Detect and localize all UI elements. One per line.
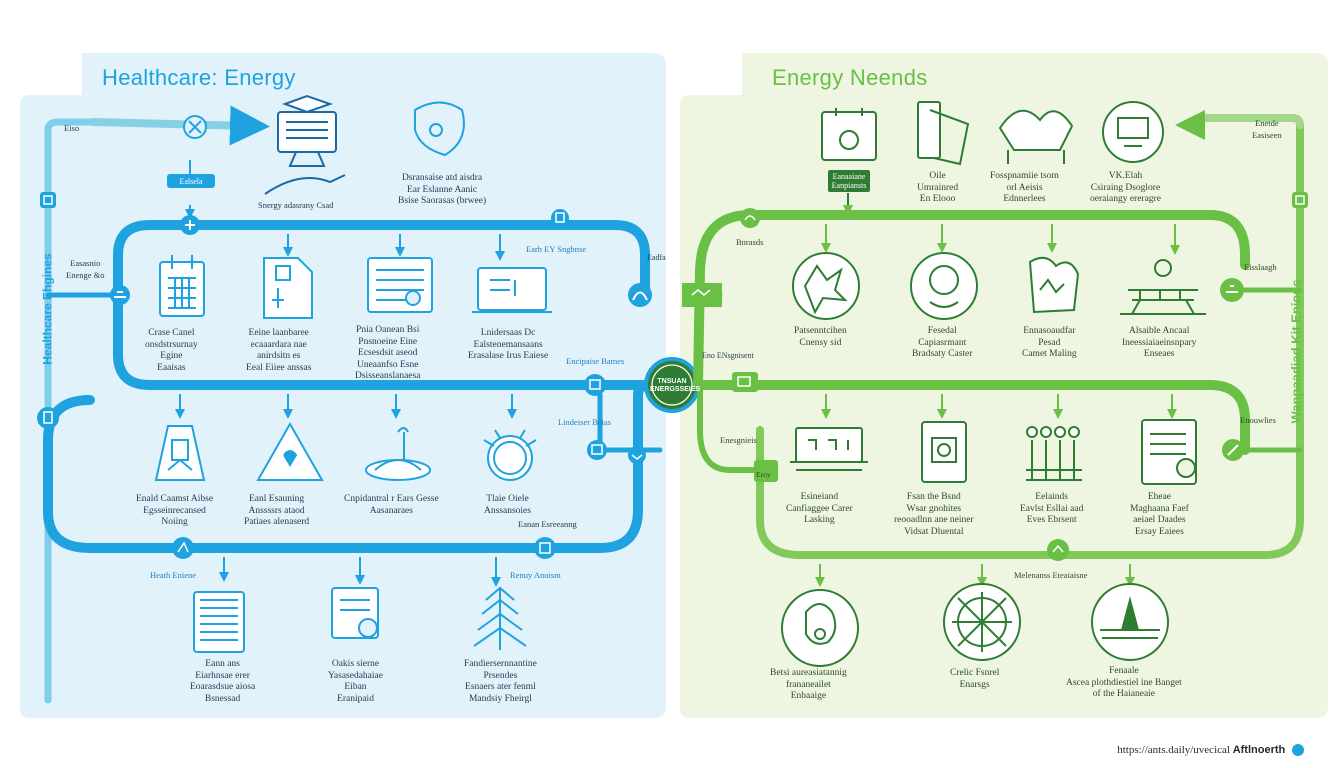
right-top-icons bbox=[821, 101, 1164, 166]
left-facilities-label: Encipaise Bames bbox=[566, 356, 625, 366]
left-remy-label: Renuy Anoism bbox=[510, 570, 561, 580]
footer-url-text[interactable]: https://ants.daily/uvecical bbox=[1117, 743, 1230, 756]
left-row2-icons bbox=[154, 421, 537, 481]
left-eady-label: Earh EY Sngbnse bbox=[526, 244, 587, 254]
left-side-label: Healthcare Ehgines bbox=[40, 253, 55, 365]
footer-badge-icon bbox=[1292, 744, 1304, 756]
left-heath-label: Heath Eniene bbox=[150, 570, 197, 580]
left-panel-title: Healthcare: Energy bbox=[102, 65, 296, 90]
right-mini-4: Enouwlies bbox=[1240, 415, 1276, 425]
left-pipe-nodes bbox=[37, 192, 652, 559]
center-badge bbox=[644, 357, 700, 413]
left-box-tag: Ealsela bbox=[179, 177, 203, 186]
right-arrows bbox=[815, 193, 1180, 587]
right-row1-icons bbox=[792, 252, 1206, 320]
left-top-tag: Eiso bbox=[64, 123, 80, 133]
right-meteorale-label: Melenanss Eteaiaisne bbox=[1014, 570, 1088, 580]
left-row1-icons bbox=[159, 255, 552, 319]
left-mini-label: Eadfa bbox=[647, 253, 666, 262]
left-side-small-label: Easasnio Enenge &o bbox=[66, 258, 105, 280]
right-pipe-nodes bbox=[682, 170, 1308, 561]
right-side-label: Wanpaadiad Kit Enions bbox=[1288, 279, 1304, 424]
left-power-label: Snergy adasrany Csad bbox=[258, 200, 334, 210]
center-left-label: Eno ENsgnisent bbox=[702, 351, 754, 360]
left-arrows bbox=[175, 160, 517, 587]
right-row3-icons bbox=[781, 583, 1169, 667]
right-mini-3: Enesgnieis bbox=[720, 435, 757, 445]
right-panel-title: Energy Neends bbox=[772, 65, 928, 90]
right-pipes bbox=[693, 110, 1304, 559]
left-lindeser-label: Lindeiser Beias bbox=[558, 417, 612, 427]
left-top-icons bbox=[167, 94, 465, 195]
right-mini-1: Bnrasds bbox=[736, 237, 764, 247]
right-mini-5: Eroy bbox=[756, 470, 771, 479]
right-mini-2: Eisslaagh bbox=[1244, 262, 1277, 272]
left-row3-icons bbox=[193, 586, 527, 653]
footer-brand: Aftlnoerth bbox=[1232, 743, 1286, 756]
left-row2-tail: Eanan Esreeanng bbox=[518, 519, 577, 529]
right-row2-icons bbox=[790, 419, 1197, 485]
left-top-right-label: Dsransaise atd aisdra Ear Eslanne Aanic … bbox=[398, 173, 487, 206]
footer-url[interactable]: https://ants.daily/uvecical Aftlnoerth bbox=[1117, 744, 1304, 756]
